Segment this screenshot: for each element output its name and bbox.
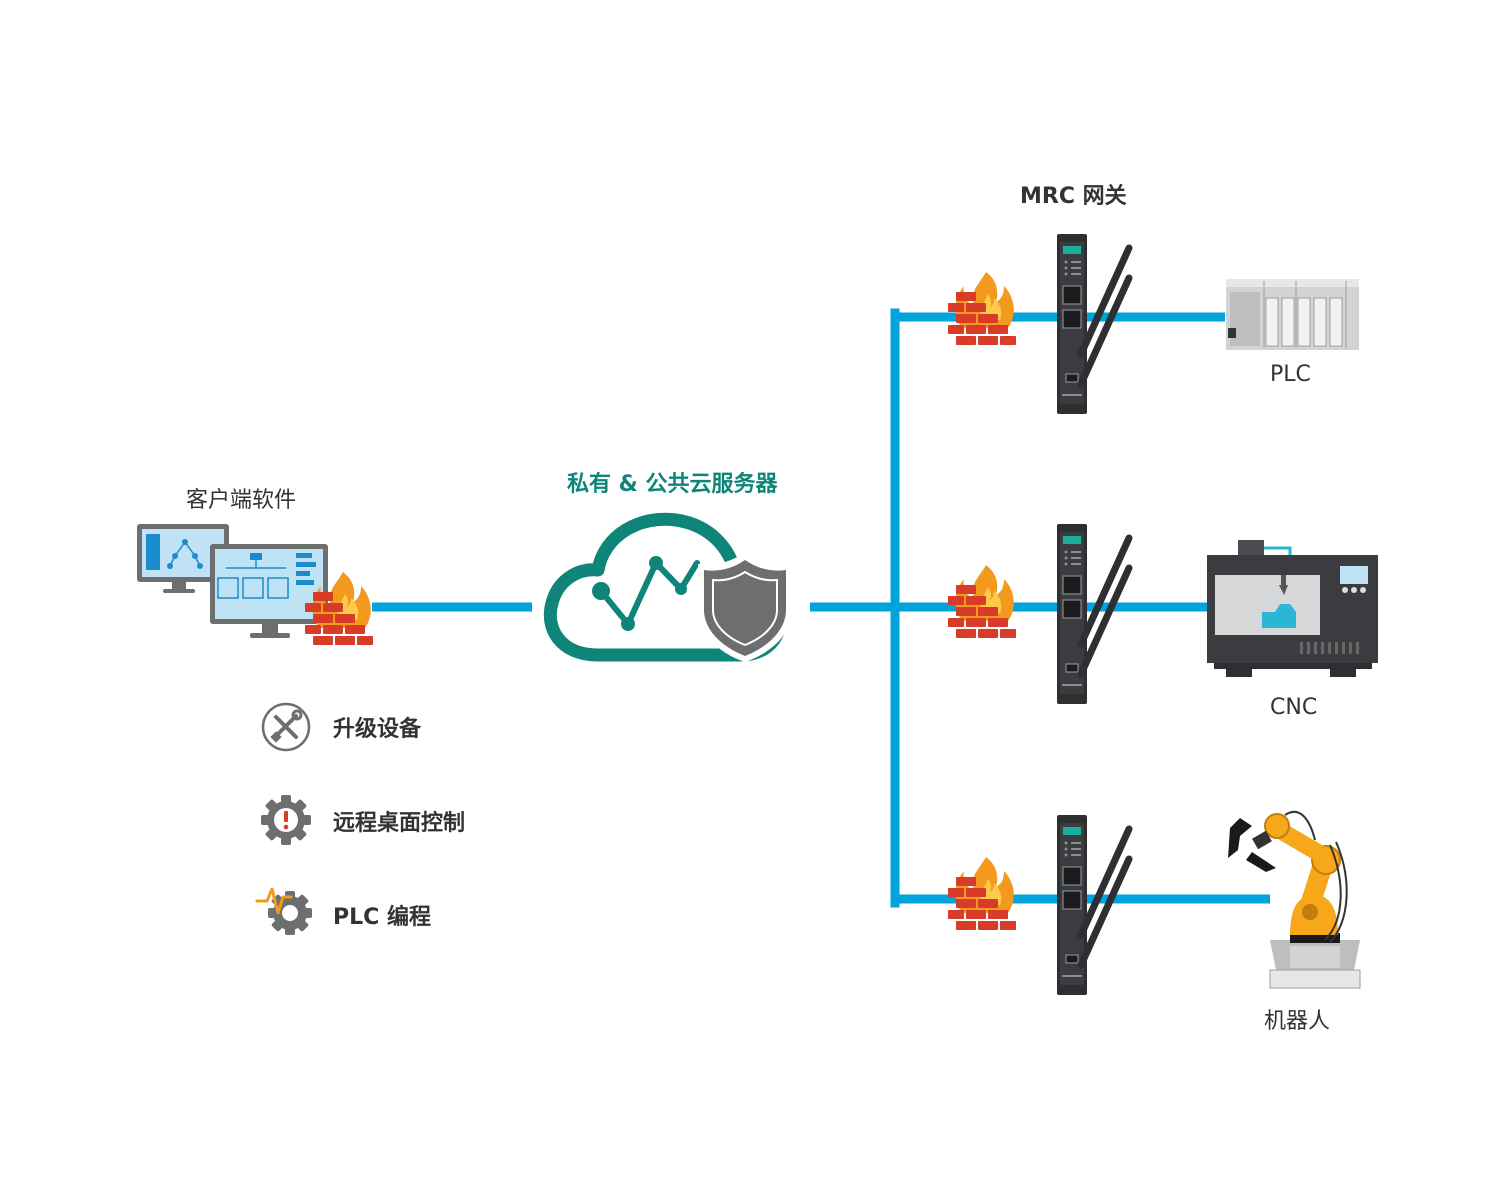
cnc-label: CNC: [1270, 695, 1318, 720]
wrench-screwdriver-icon: [261, 702, 311, 752]
feature-upgrade-label: 升级设备: [333, 717, 422, 742]
connection-lines: [372, 308, 1270, 908]
gear-signal-icon: [255, 887, 312, 935]
monitor-front: [210, 544, 328, 638]
plc-icon: [1226, 279, 1359, 350]
mrc-gateway-cnc-icon: [1057, 524, 1129, 704]
cloud-title: 私有 & 公共云服务器: [567, 472, 778, 497]
mrc-gateway-robot-icon: [1057, 815, 1129, 995]
gateway-title: MRC 网关: [1020, 184, 1127, 209]
client-label: 客户端软件: [186, 488, 297, 513]
cnc-machine-icon: [1207, 540, 1378, 677]
mrc-gateway-plc-icon: [1057, 234, 1129, 414]
monitor-icon: [137, 524, 328, 638]
firewall-cnc-icon: [948, 565, 1016, 638]
cloud-shield-icon: [543, 512, 792, 662]
firewall-robot-icon: [948, 857, 1016, 930]
feature-plc-programming-label: PLC 编程: [333, 905, 431, 930]
robot-arm-icon: [1228, 810, 1361, 989]
robot-label: 机器人: [1264, 1009, 1331, 1034]
firewall-plc-icon: [948, 272, 1016, 345]
gear-alert-icon: [261, 795, 311, 845]
plc-label: PLC: [1270, 362, 1311, 387]
feature-remote-desktop-label: 远程桌面控制: [333, 811, 466, 836]
